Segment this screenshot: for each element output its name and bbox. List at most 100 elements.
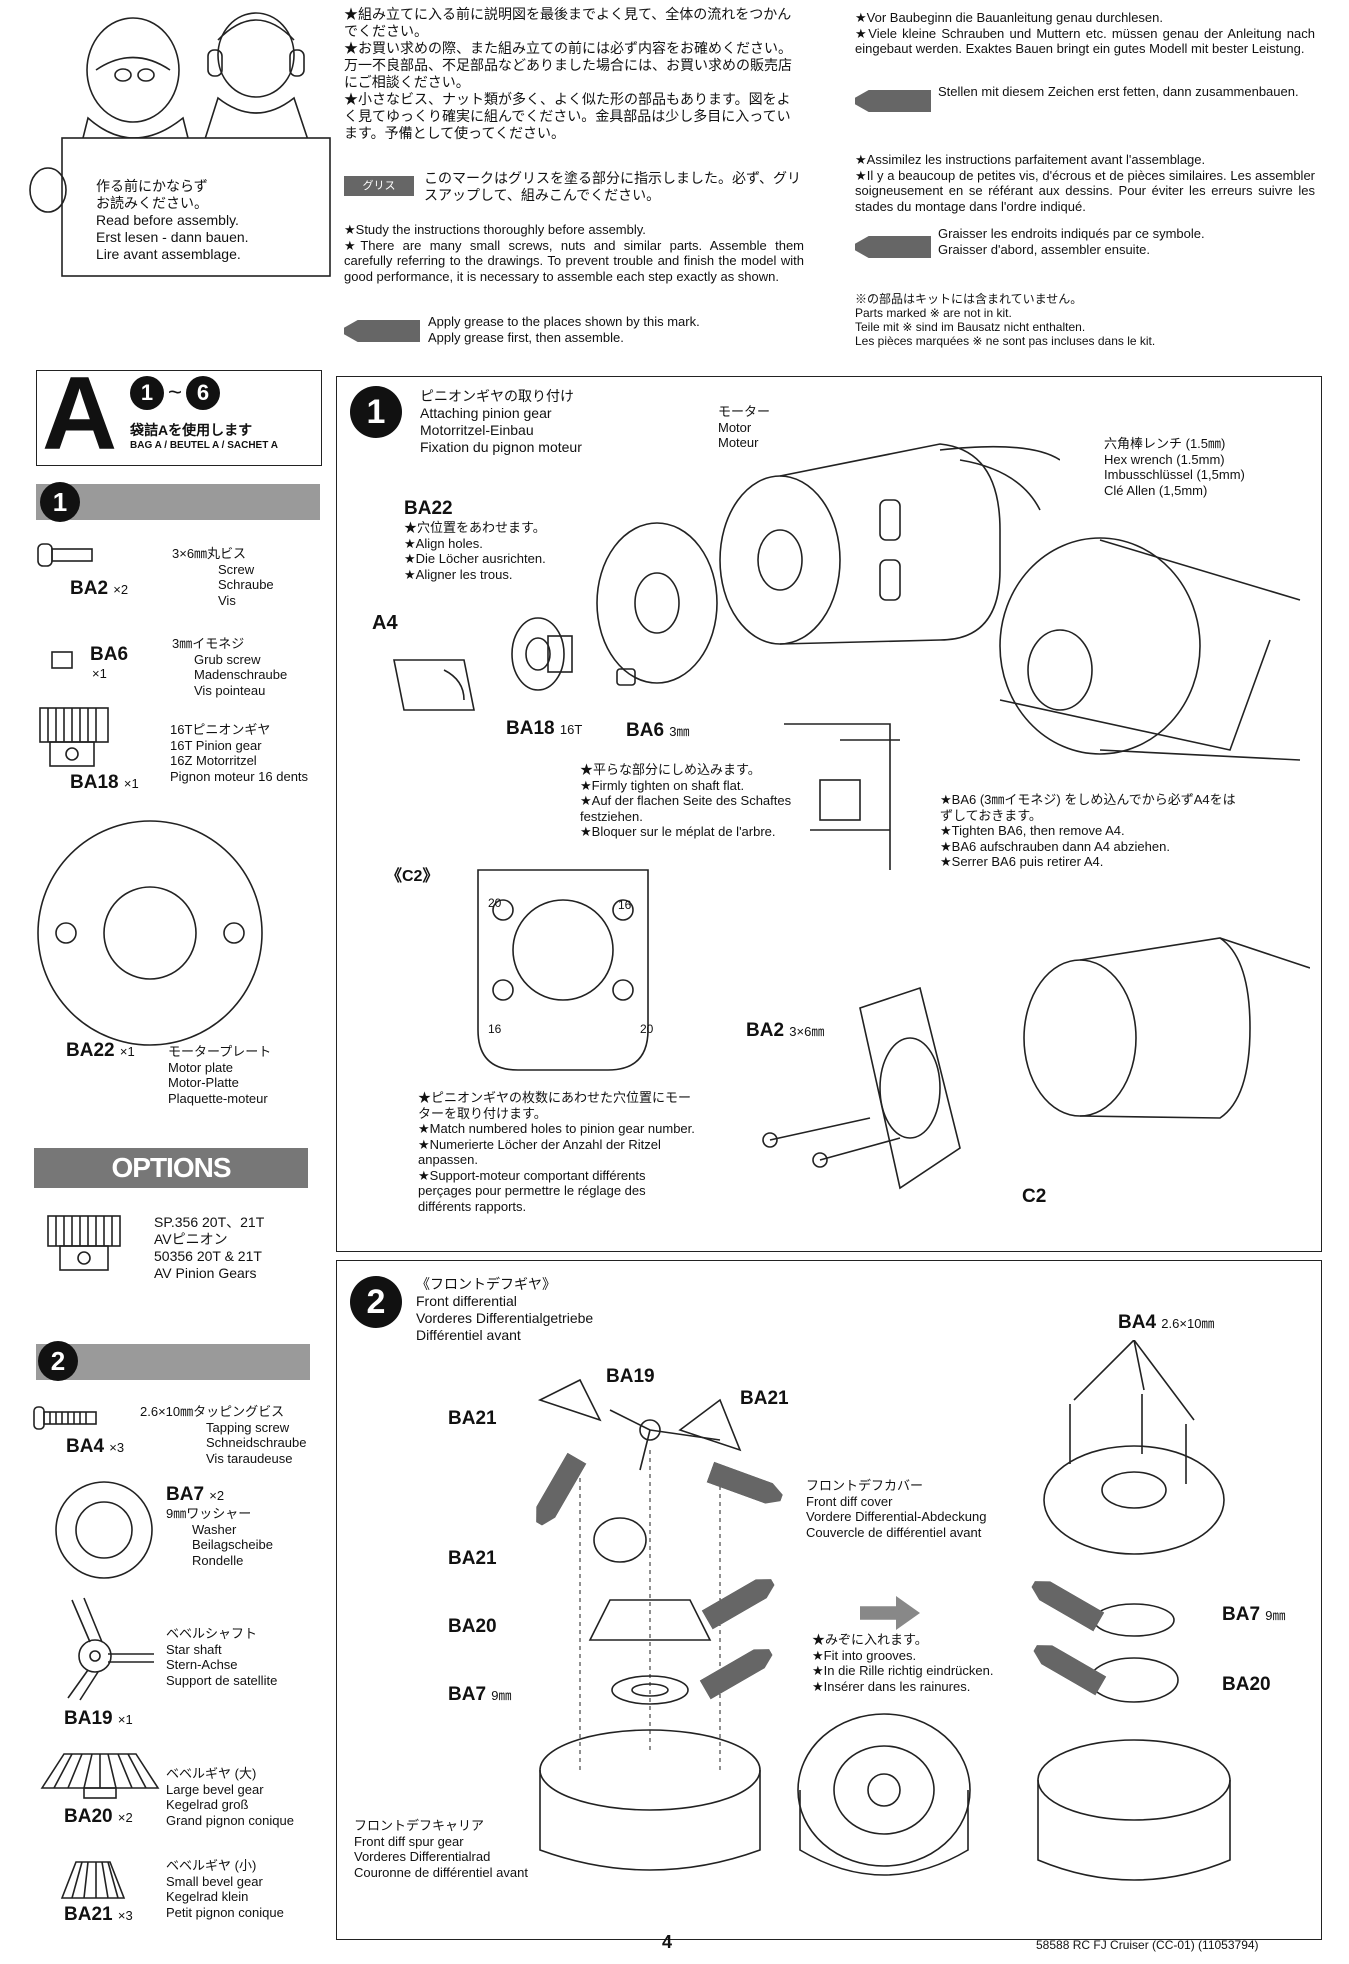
part-ba4-code: BA4 ×3 (66, 1436, 125, 1457)
intro-fr: ★Assimilez les instructions parfaitement… (855, 152, 1315, 214)
read-before-sign: 作る前にかならず お読みください。 Read before assembly. … (96, 178, 296, 263)
part-ba21-code: BA21 ×3 (64, 1904, 133, 1925)
diff-exploded-drawing (537, 1378, 761, 1871)
part-ba2-code: BA2 ×2 (70, 578, 129, 599)
kit-note: Les pièces marquées ※ ne sont pas inclus… (855, 334, 1156, 348)
motor-drawing (719, 443, 1060, 645)
motor-plate-icon (37, 820, 263, 1046)
ba21-label-left: BA21 (448, 1408, 497, 1429)
part-ba6-code: BA6 (90, 644, 129, 665)
intro-en-grease-line: Apply grease to the places shown by this… (428, 314, 700, 329)
pinion-hole-notes: ★ピニオンギヤの枚数にあわせた穴位置にモーターを取り付けます。★Match nu… (418, 1090, 695, 1214)
ba7-label: BA7 9㎜ (448, 1684, 512, 1705)
intro-fr-grease-line: Graisser d'abord, assembler ensuite. (938, 241, 1151, 257)
page-number: 4 (662, 1932, 673, 1952)
intro-en-grease: Apply grease to the places shown by this… (428, 314, 808, 345)
kit-note: Teile mit ※ sind im Bausatz nicht enthal… (855, 320, 1086, 334)
motor-with-wrench-drawing (999, 537, 1301, 761)
star-shaft-icon (67, 1597, 154, 1701)
grease-mark-icon (855, 236, 931, 258)
pinion-gear-icon (39, 707, 109, 767)
product-code: 58588 RC FJ Cruiser (CC-01) (11053794) (1036, 1938, 1259, 1952)
ba21-label-mid: BA21 (448, 1548, 497, 1569)
intro-fr-grease: Graisser les endroits indiqués par ce sy… (938, 226, 1318, 257)
kit-notes: ※の部品はキットには含まれていません。 Parts marked ※ are n… (855, 292, 1315, 348)
intro-fr-line: ★Il y a beaucoup de petites vis, d'écrou… (855, 167, 1315, 214)
bag-steps: 1 ~ 6 (130, 376, 221, 410)
part-ba22-code: BA22 ×1 (66, 1040, 135, 1061)
ba6-label: BA6 3㎜ (626, 720, 690, 741)
flat-shaft-notes: ★平らな部分にしめ込みます。★Firmly tighten on shaft f… (580, 762, 792, 839)
part-ba18-code: BA18 ×1 (70, 772, 139, 793)
intro-jp-line: ★組み立てに入る前に説明図を最後までよく見て、全体の流れをつかんでください。 (344, 6, 792, 39)
builders-illustration (29, 12, 331, 277)
parts-step2-circle: 2 (38, 1341, 78, 1381)
ba18-label: BA18 16T (506, 718, 583, 739)
bag-letter: A (42, 356, 118, 472)
diff-groove-drawing (797, 1713, 971, 1876)
intro-fr-line: ★Assimilez les instructions parfaitement… (855, 152, 1206, 167)
option-pinion-icon (47, 1215, 121, 1271)
small-bevel-gear-icon (60, 1861, 126, 1899)
kit-note: ※の部品はキットには含まれていません。 (855, 292, 1083, 306)
sign-line: 作る前にかならず (96, 178, 208, 194)
step2-number: 2 (350, 1276, 402, 1328)
step2-panel (336, 1260, 1322, 1940)
intro-de: ★Vor Baubeginn die Bauanleitung genau du… (855, 10, 1315, 57)
intro-en-line: ★Study the instructions thoroughly befor… (344, 222, 646, 237)
options-banner: OPTIONS (34, 1148, 308, 1188)
intro-jp: ★組み立てに入る前に説明図を最後までよく見て、全体の流れをつかんでください。 ★… (344, 6, 804, 142)
intro-fr-grease-line: Graisser les endroits indiqués par ce sy… (938, 226, 1205, 241)
screw-icon (37, 543, 93, 567)
step1-number: 1 (350, 386, 402, 438)
parts-bar-step2 (36, 1344, 310, 1380)
intro-jp-grease: このマークはグリスを塗る部分に指示しました。必ず、グリスアップして、組みこんでく… (424, 170, 802, 203)
ba21-label-right: BA21 (740, 1388, 789, 1409)
pinion-drawing (511, 617, 573, 691)
bag-label: BAG A / BEUTEL A / SACHET A (130, 440, 278, 451)
step-range-tilde: ~ (168, 379, 183, 406)
grub-screw-drawing (616, 668, 636, 686)
part-ba19-code: BA19 ×1 (64, 1708, 133, 1729)
ba19-label: BA19 (606, 1366, 655, 1387)
part-ba7-code: BA7 ×2 (166, 1484, 225, 1505)
intro-de-grease: Stellen mit diesem Zeichen erst fetten, … (938, 84, 1299, 99)
hole-label: 20 (640, 1022, 654, 1036)
motor-plate-drawing (596, 522, 718, 684)
ba4-label: BA4 2.6×10㎜ (1118, 1312, 1215, 1333)
grease-badge-jp: グリス (344, 176, 414, 196)
tapping-screw-icon (33, 1406, 97, 1430)
grub-screw-icon (51, 651, 73, 669)
large-bevel-gear-icon (40, 1753, 160, 1799)
intro-en: ★Study the instructions thoroughly befor… (344, 222, 804, 284)
hole-label: 16 (618, 898, 632, 912)
hole-label: 16 (488, 1022, 502, 1036)
bag-a-box (36, 370, 322, 466)
grease-mark-icon (855, 90, 931, 112)
grease-badge-label: グリス (362, 180, 396, 192)
hex-wrench-detail (784, 723, 900, 870)
parts-bar-step1 (36, 484, 320, 520)
ba20-label: BA20 (448, 1616, 497, 1637)
tighten-notes: ★BA6 (3㎜イモネジ) をしめ込んでから必ずA4をはずしておきます。★Tig… (940, 792, 1236, 869)
hex-wrench-label: 六角棒レンチ (1.5㎜)Hex wrench (1.5mm)Imbusschl… (1104, 436, 1245, 498)
intro-en-line: ★There are many small screws, nuts and s… (344, 237, 804, 284)
intro-de-line: ★Vor Baubeginn die Bauanleitung genau du… (855, 10, 1164, 25)
c2-motor-mount-drawing (477, 869, 649, 1071)
part-ba20-code: BA20 ×2 (64, 1806, 133, 1827)
intro-de-line: ★Viele kleine Schrauben und Muttern etc.… (855, 25, 1315, 57)
c2-detail-label: 《C2》 (386, 868, 439, 885)
